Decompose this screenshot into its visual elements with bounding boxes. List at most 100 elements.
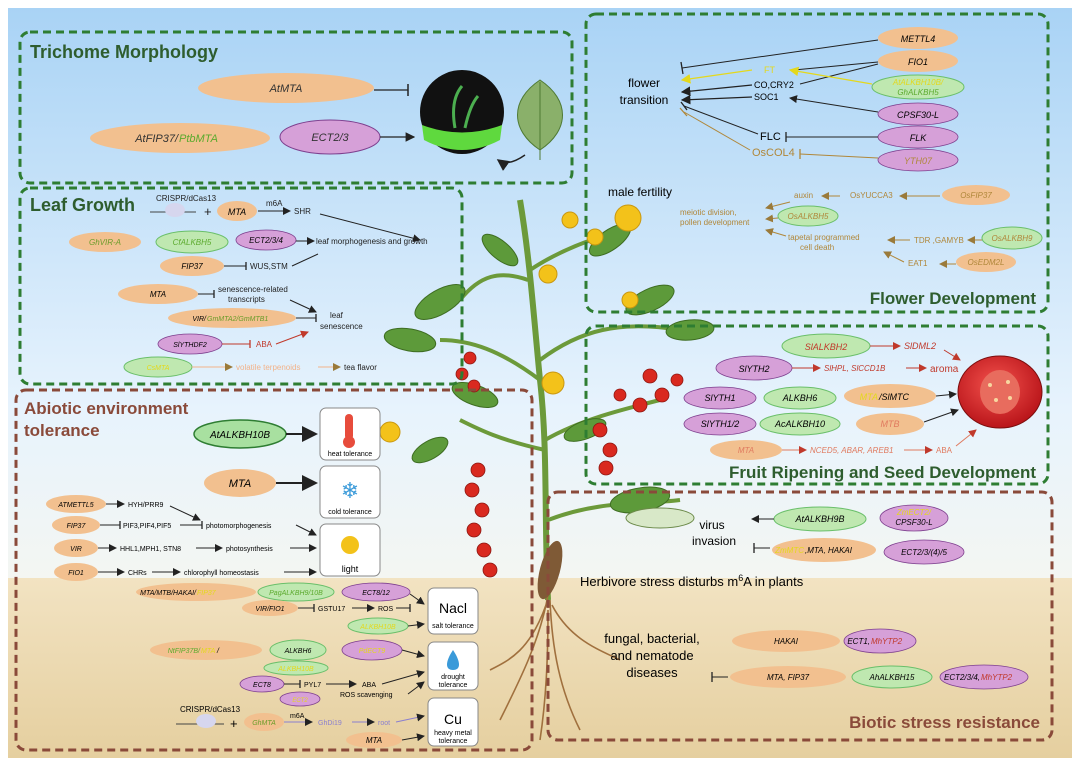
- label-cpsf-biotic: CPSF30-L: [895, 518, 932, 527]
- label-zmmtc-y: ZmMTC: [774, 546, 804, 555]
- cold-box: [319, 465, 381, 519]
- label-slash: /: [216, 648, 220, 655]
- node-ntfip: [150, 640, 262, 660]
- label-sen2: transcripts: [228, 295, 265, 304]
- label-ntfip: NtFIP37B/: [168, 648, 201, 655]
- label-wusstm: WUS,STM: [250, 262, 288, 271]
- label-mtamtb: MTA/MTB/HAKAI/: [140, 590, 197, 597]
- dcas13-icon-2: [196, 714, 216, 728]
- label-cold: cold tolerance: [328, 509, 372, 516]
- drop-icon: [447, 650, 459, 670]
- node-mta-aba: [710, 440, 782, 460]
- label-salt: salt tolerance: [432, 623, 474, 630]
- node-atfip37: [90, 123, 270, 153]
- label-oscol4: OsCOL4: [752, 147, 795, 159]
- label-fungal2: and nematode: [610, 648, 693, 663]
- label-fungal1: fungal, bacterial,: [604, 631, 699, 646]
- label-alkbh6-abiotic: ALKBH6: [284, 648, 312, 655]
- label-vir-abiotic: VIR: [70, 546, 82, 553]
- label-pif: PIF3,PIF4,PIF5: [123, 523, 171, 530]
- trichome-box: [18, 30, 574, 185]
- label-ft: FT: [764, 65, 775, 75]
- label-eat1: EAT1: [908, 259, 928, 268]
- label-leafsen2: senescence: [320, 322, 363, 331]
- label-tapetal1: tapetal programmed: [788, 233, 860, 242]
- label-m6a-leaf: m6A: [266, 199, 283, 208]
- node-alkbh6-fruit: [763, 386, 837, 410]
- node-mettl4: [878, 27, 958, 49]
- label-shr: SHR: [294, 207, 311, 216]
- label-cu: Cu: [444, 711, 462, 727]
- title-leaf: Leaf Growth: [30, 195, 135, 215]
- label-ghdi19: GhDi19: [318, 720, 342, 727]
- label-heavy2: tolerance: [439, 738, 468, 745]
- label-crispr-leaf: CRISPR/dCas13: [156, 194, 217, 203]
- node-zmect: [879, 504, 949, 532]
- label-mtafip: MTA, FIP37: [767, 673, 810, 682]
- label-ect812: ECT8/12: [362, 590, 390, 597]
- label-light: light: [342, 564, 359, 574]
- label-vir-leaf: VIR/: [192, 316, 207, 323]
- snowflake-icon: ❄: [341, 478, 359, 503]
- label-cfalkbh5: CfALKBH5: [173, 238, 212, 247]
- label-heavy1: heavy metal: [434, 730, 472, 737]
- flower-box: [584, 12, 1050, 314]
- label-male-fertility: male fertility: [608, 185, 672, 199]
- label-mettl4: METTL4: [901, 34, 936, 44]
- node-fip37-abiotic: [52, 516, 100, 534]
- plus-sign-2: +: [230, 716, 238, 731]
- node-atmta: [198, 73, 374, 103]
- label-ect1: ECT1,: [847, 637, 870, 646]
- label-pdect: PdECT9: [359, 648, 386, 655]
- node-mtamtb: [136, 583, 256, 601]
- node-cpsf30-flower: [877, 102, 959, 126]
- label-flk: FLK: [910, 133, 928, 143]
- cu-box: [427, 697, 479, 747]
- label-meiotic1: meiotic division,: [680, 208, 736, 217]
- label-drought2: tolerance: [439, 682, 468, 689]
- label-tdr: TDR ,GAMYB: [914, 236, 964, 245]
- label-gstu17: GSTU17: [318, 606, 345, 613]
- sun-icon: [341, 536, 359, 554]
- label-tea: tea flavor: [344, 363, 377, 372]
- label-meiotic2: pollen development: [680, 218, 750, 227]
- label-transition1: flower: [628, 76, 660, 90]
- label-virus1: virus: [699, 518, 724, 532]
- node-zmmtc: [772, 538, 876, 562]
- label-ect234-biotic: ECT2/3/4,: [944, 673, 980, 682]
- label-crispr-abiotic: CRISPR/dCas13: [180, 705, 241, 714]
- label-ect23: ECT2/3: [311, 132, 349, 144]
- label-co: CO,CRY2: [754, 80, 794, 90]
- label-acalkbh10: AcALKBH10: [774, 419, 825, 429]
- label-mta-y-abiotic: MTA: [201, 648, 216, 655]
- node-osedm2l: [956, 252, 1016, 272]
- label-photosyn: photosynthesis: [226, 546, 273, 553]
- label-heat: heat tolerance: [328, 451, 372, 458]
- label-hakai: HAKAI: [774, 637, 799, 646]
- label-auxin: auxin: [794, 191, 813, 200]
- label-cpsf30-flower: CPSF30-L: [897, 110, 939, 120]
- label-photomorph: photomorphogenesis: [206, 523, 272, 530]
- label-mta-y-fruit: MTA: [860, 392, 878, 402]
- label-gmmta: GmMTA2/GmMTB1: [207, 316, 268, 323]
- label-fip37y: FIP37: [197, 590, 217, 597]
- label-hyh: HYH/PRR9: [128, 502, 164, 509]
- node-atmettl5: [46, 495, 106, 513]
- node-ghvira: [69, 232, 141, 252]
- node-atalkbh10b-flower: [871, 74, 965, 100]
- label-slyth1: SlYTH1: [704, 393, 735, 403]
- label-tapetal2: cell death: [800, 243, 834, 252]
- label-hhl: HHL1,MPH1, STN8: [120, 546, 181, 553]
- label-mhytp2: MhYTP2: [871, 637, 903, 646]
- label-rosscav: ROS scavenging: [340, 692, 393, 699]
- node-mta-cu: [346, 732, 402, 748]
- label-aba-abiotic: ABA: [362, 682, 376, 689]
- node-mta-cold: [204, 469, 276, 497]
- node-yth07: [877, 148, 959, 172]
- node-ghmta: [244, 713, 284, 731]
- label-mtb: MTB: [881, 419, 900, 429]
- label-ghvira: GhVIR-A: [89, 238, 121, 247]
- node-osalkbh9: [981, 226, 1043, 250]
- label-mta-cold: MTA: [229, 478, 251, 490]
